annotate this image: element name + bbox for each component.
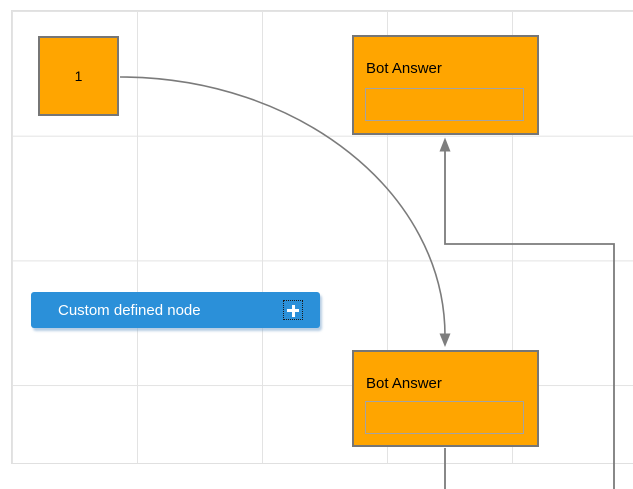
bot-answer-input[interactable] (365, 401, 524, 434)
bot-answer-label: Bot Answer (366, 60, 442, 77)
curve-connector[interactable] (119, 76, 446, 337)
bot-answer-label: Bot Answer (366, 375, 442, 392)
node-custom-defined[interactable]: Custom defined node (31, 292, 320, 328)
node-bot-answer-bottom[interactable]: Bot Answer (352, 350, 539, 447)
orthogonal-connector[interactable] (444, 151, 615, 489)
arrowhead-down-icon (439, 333, 451, 347)
node-start[interactable]: 1 (38, 36, 119, 116)
custom-node-label: Custom defined node (58, 301, 201, 319)
node-start-label: 1 (74, 68, 83, 84)
add-button[interactable] (283, 300, 303, 320)
bot-answer-input[interactable] (365, 88, 524, 121)
node-bot-answer-top[interactable]: Bot Answer (352, 35, 539, 135)
arrowhead-up-icon (439, 137, 451, 152)
